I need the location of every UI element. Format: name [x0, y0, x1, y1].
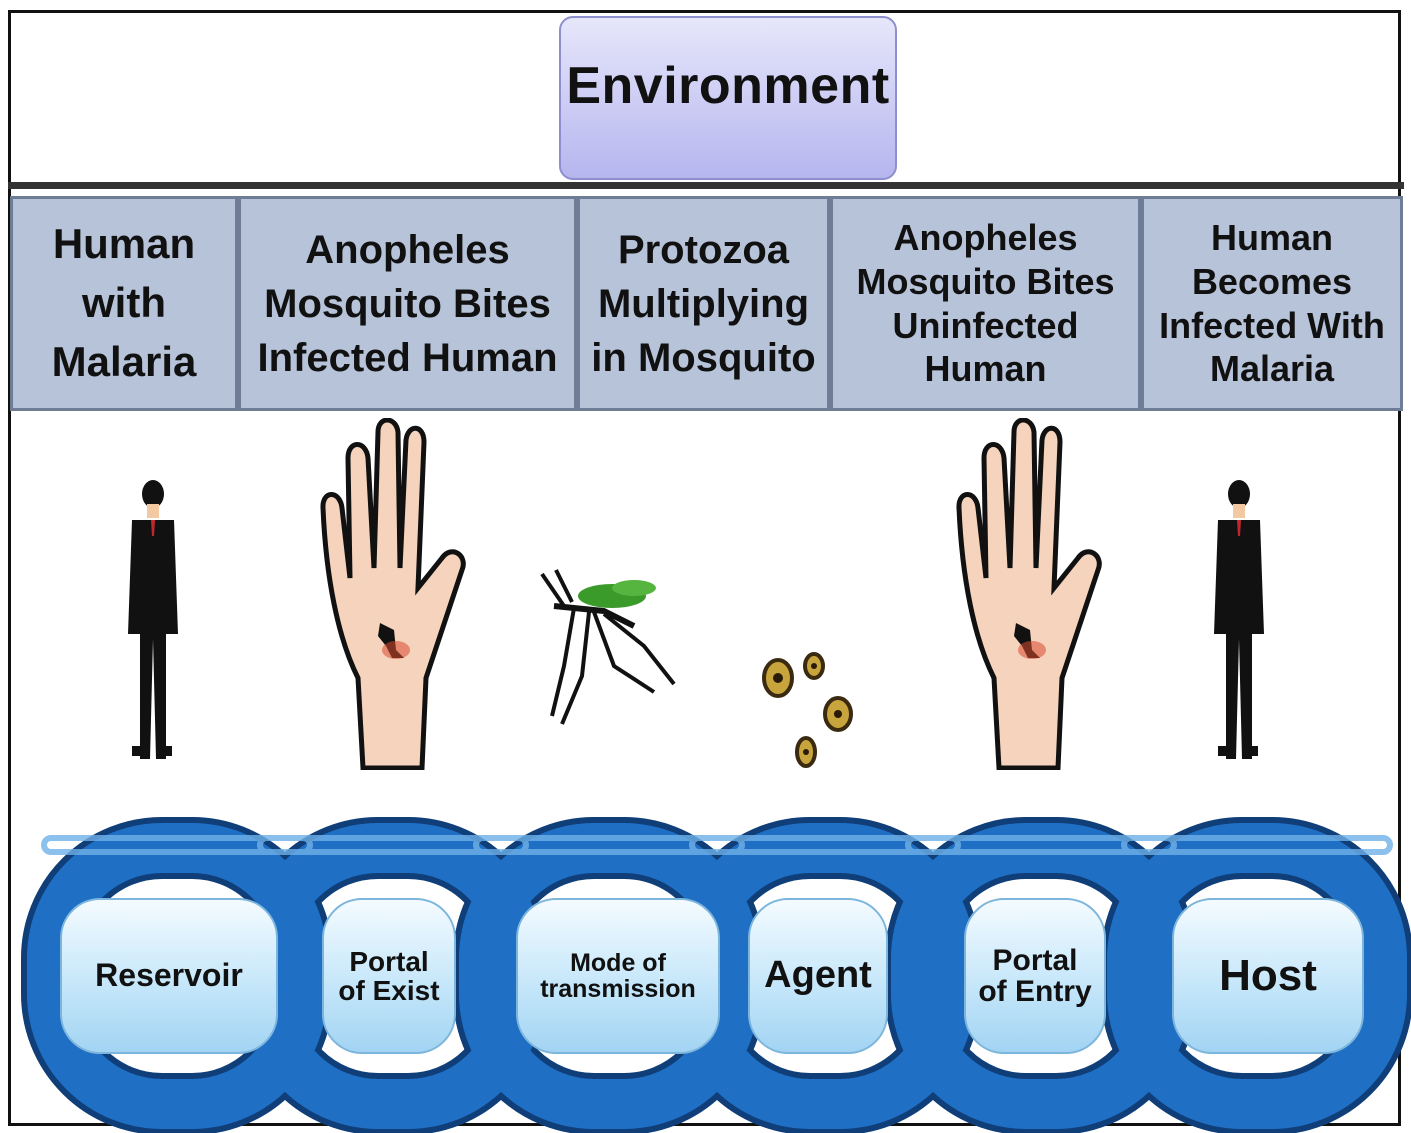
human-figure-icon: [128, 480, 178, 759]
step-label: Protozoa Multiplying in Mosquito: [591, 227, 816, 380]
human-figure-icon: [1214, 480, 1264, 759]
step-mosquito-bites-infected: Anopheles Mosquito Bites Infected Human: [238, 196, 577, 411]
hand-bite-icon: [956, 418, 1102, 770]
step-label: Anopheles Mosquito Bites Infected Human: [257, 227, 558, 380]
chain-link-label: Agent: [764, 954, 872, 997]
step-label: Human Becomes Infected With Malaria: [1159, 216, 1385, 390]
chain-link-mode-of-transmission: Mode of transmission: [516, 898, 720, 1054]
step-protozoa-multiplying: Protozoa Multiplying in Mosquito: [577, 196, 830, 411]
environment-label: Environment: [566, 57, 890, 115]
environment-divider: [8, 182, 1404, 189]
environment-box: Environment: [559, 16, 897, 180]
chain-link-agent: Agent: [748, 898, 888, 1054]
step-human-becomes-infected: Human Becomes Infected With Malaria: [1141, 196, 1403, 411]
chain-link-host: Host: [1172, 898, 1364, 1054]
step-label: Human with Malaria: [51, 220, 197, 385]
step-label: Anopheles Mosquito Bites Uninfected Huma…: [856, 216, 1115, 390]
chain-link-label: Portal of Entry: [978, 943, 1092, 1008]
chain-link-label: Host: [1219, 950, 1317, 1000]
step-mosquito-bites-uninfected: Anopheles Mosquito Bites Uninfected Huma…: [830, 196, 1141, 411]
chain-link-label: Reservoir: [95, 957, 243, 994]
hand-bite-icon: [320, 418, 466, 770]
chain-link-label: Portal of Exist: [338, 945, 440, 1006]
chain-link-portal-of-exist: Portal of Exist: [322, 898, 456, 1054]
chain-link-label: Mode of transmission: [540, 948, 696, 1003]
step-human-with-malaria: Human with Malaria: [10, 196, 238, 411]
mosquito-icon: [540, 569, 676, 725]
chain-link-reservoir: Reservoir: [60, 898, 278, 1054]
chain-link-portal-of-entry: Portal of Entry: [964, 898, 1106, 1054]
protozoa-icon: [762, 652, 853, 768]
